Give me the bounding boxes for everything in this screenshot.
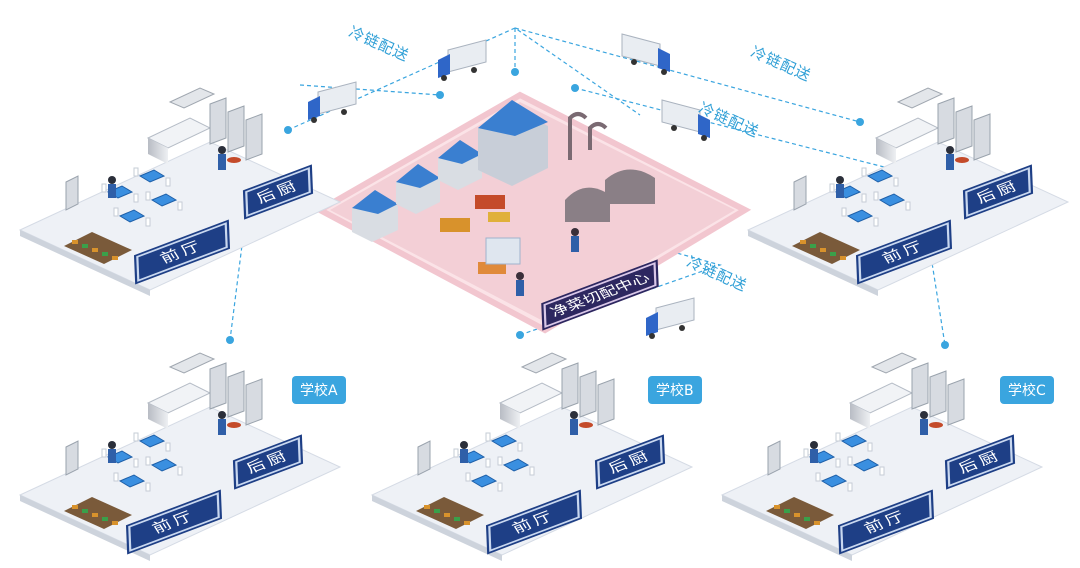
school-label: 学校B — [648, 376, 702, 404]
produce-crates — [440, 195, 510, 274]
canteen-scene — [18, 352, 342, 561]
canteen-scene — [720, 352, 1044, 561]
school-label: 学校C — [1000, 376, 1054, 404]
school-label: 学校A — [292, 376, 346, 404]
greenhouses — [565, 169, 655, 222]
canteen-scene — [370, 352, 694, 561]
truck-icon — [621, 33, 670, 75]
warehouse-buildings — [352, 100, 548, 242]
pipes — [568, 112, 608, 160]
canteen-scenes — [18, 87, 1070, 561]
connection-dots — [226, 68, 949, 349]
truck-icon — [646, 297, 695, 339]
truck-icon — [661, 99, 710, 141]
hub-workers — [485, 228, 579, 296]
canteen-scene — [746, 87, 1070, 296]
truck-icon — [308, 81, 357, 123]
truck-icon — [438, 39, 487, 81]
canteen-scene — [18, 87, 342, 296]
